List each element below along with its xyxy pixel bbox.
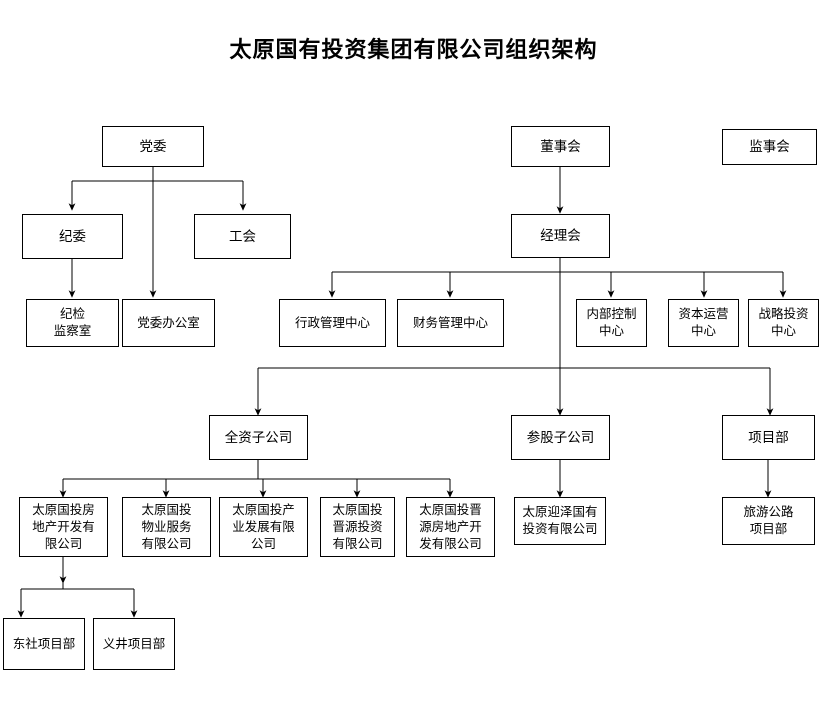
node-finance-management-center[interactable]: 财务管理中心: [397, 299, 504, 347]
node-party-committee-office[interactable]: 党委办公室: [122, 299, 215, 347]
node-discipline-inspection-office[interactable]: 纪检 监察室: [26, 299, 119, 347]
node-board-of-directors[interactable]: 董事会: [511, 126, 610, 167]
node-jinyuan-investment-co[interactable]: 太原国投 晋源投资 有限公司: [320, 497, 395, 557]
node-internal-control-center[interactable]: 内部控制 中心: [576, 299, 647, 347]
node-labor-union[interactable]: 工会: [194, 214, 291, 259]
node-jinyuan-real-estate-co[interactable]: 太原国投晋 源房地产开 发有限公司: [406, 497, 495, 557]
node-yijing-project[interactable]: 义井项目部: [93, 618, 175, 670]
node-party-committee[interactable]: 党委: [102, 126, 204, 167]
node-project-department[interactable]: 项目部: [722, 415, 815, 460]
node-real-estate-dev-co[interactable]: 太原国投房 地产开发有 限公司: [19, 497, 108, 557]
node-admin-management-center[interactable]: 行政管理中心: [279, 299, 386, 347]
page-title: 太原国有投资集团有限公司组织架构: [229, 37, 598, 62]
node-strategic-investment-center[interactable]: 战略投资 中心: [748, 299, 819, 347]
node-manager-committee[interactable]: 经理会: [511, 214, 610, 258]
node-dongshe-project[interactable]: 东社项目部: [3, 618, 85, 670]
node-industry-dev-co[interactable]: 太原国投产 业发展有限 公司: [219, 497, 308, 557]
node-board-of-supervisors[interactable]: 监事会: [722, 129, 817, 165]
node-equity-subsidiary[interactable]: 参股子公司: [511, 415, 610, 460]
node-capital-operation-center[interactable]: 资本运营 中心: [668, 299, 739, 347]
node-yingze-state-investment-co[interactable]: 太原迎泽国有 投资有限公司: [514, 497, 606, 545]
node-discipline-committee[interactable]: 纪委: [22, 214, 123, 259]
node-wholly-owned-subsidiary[interactable]: 全资子公司: [209, 415, 308, 460]
node-property-service-co[interactable]: 太原国投 物业服务 有限公司: [122, 497, 211, 557]
node-tourism-highway-project[interactable]: 旅游公路 项目部: [722, 497, 815, 545]
